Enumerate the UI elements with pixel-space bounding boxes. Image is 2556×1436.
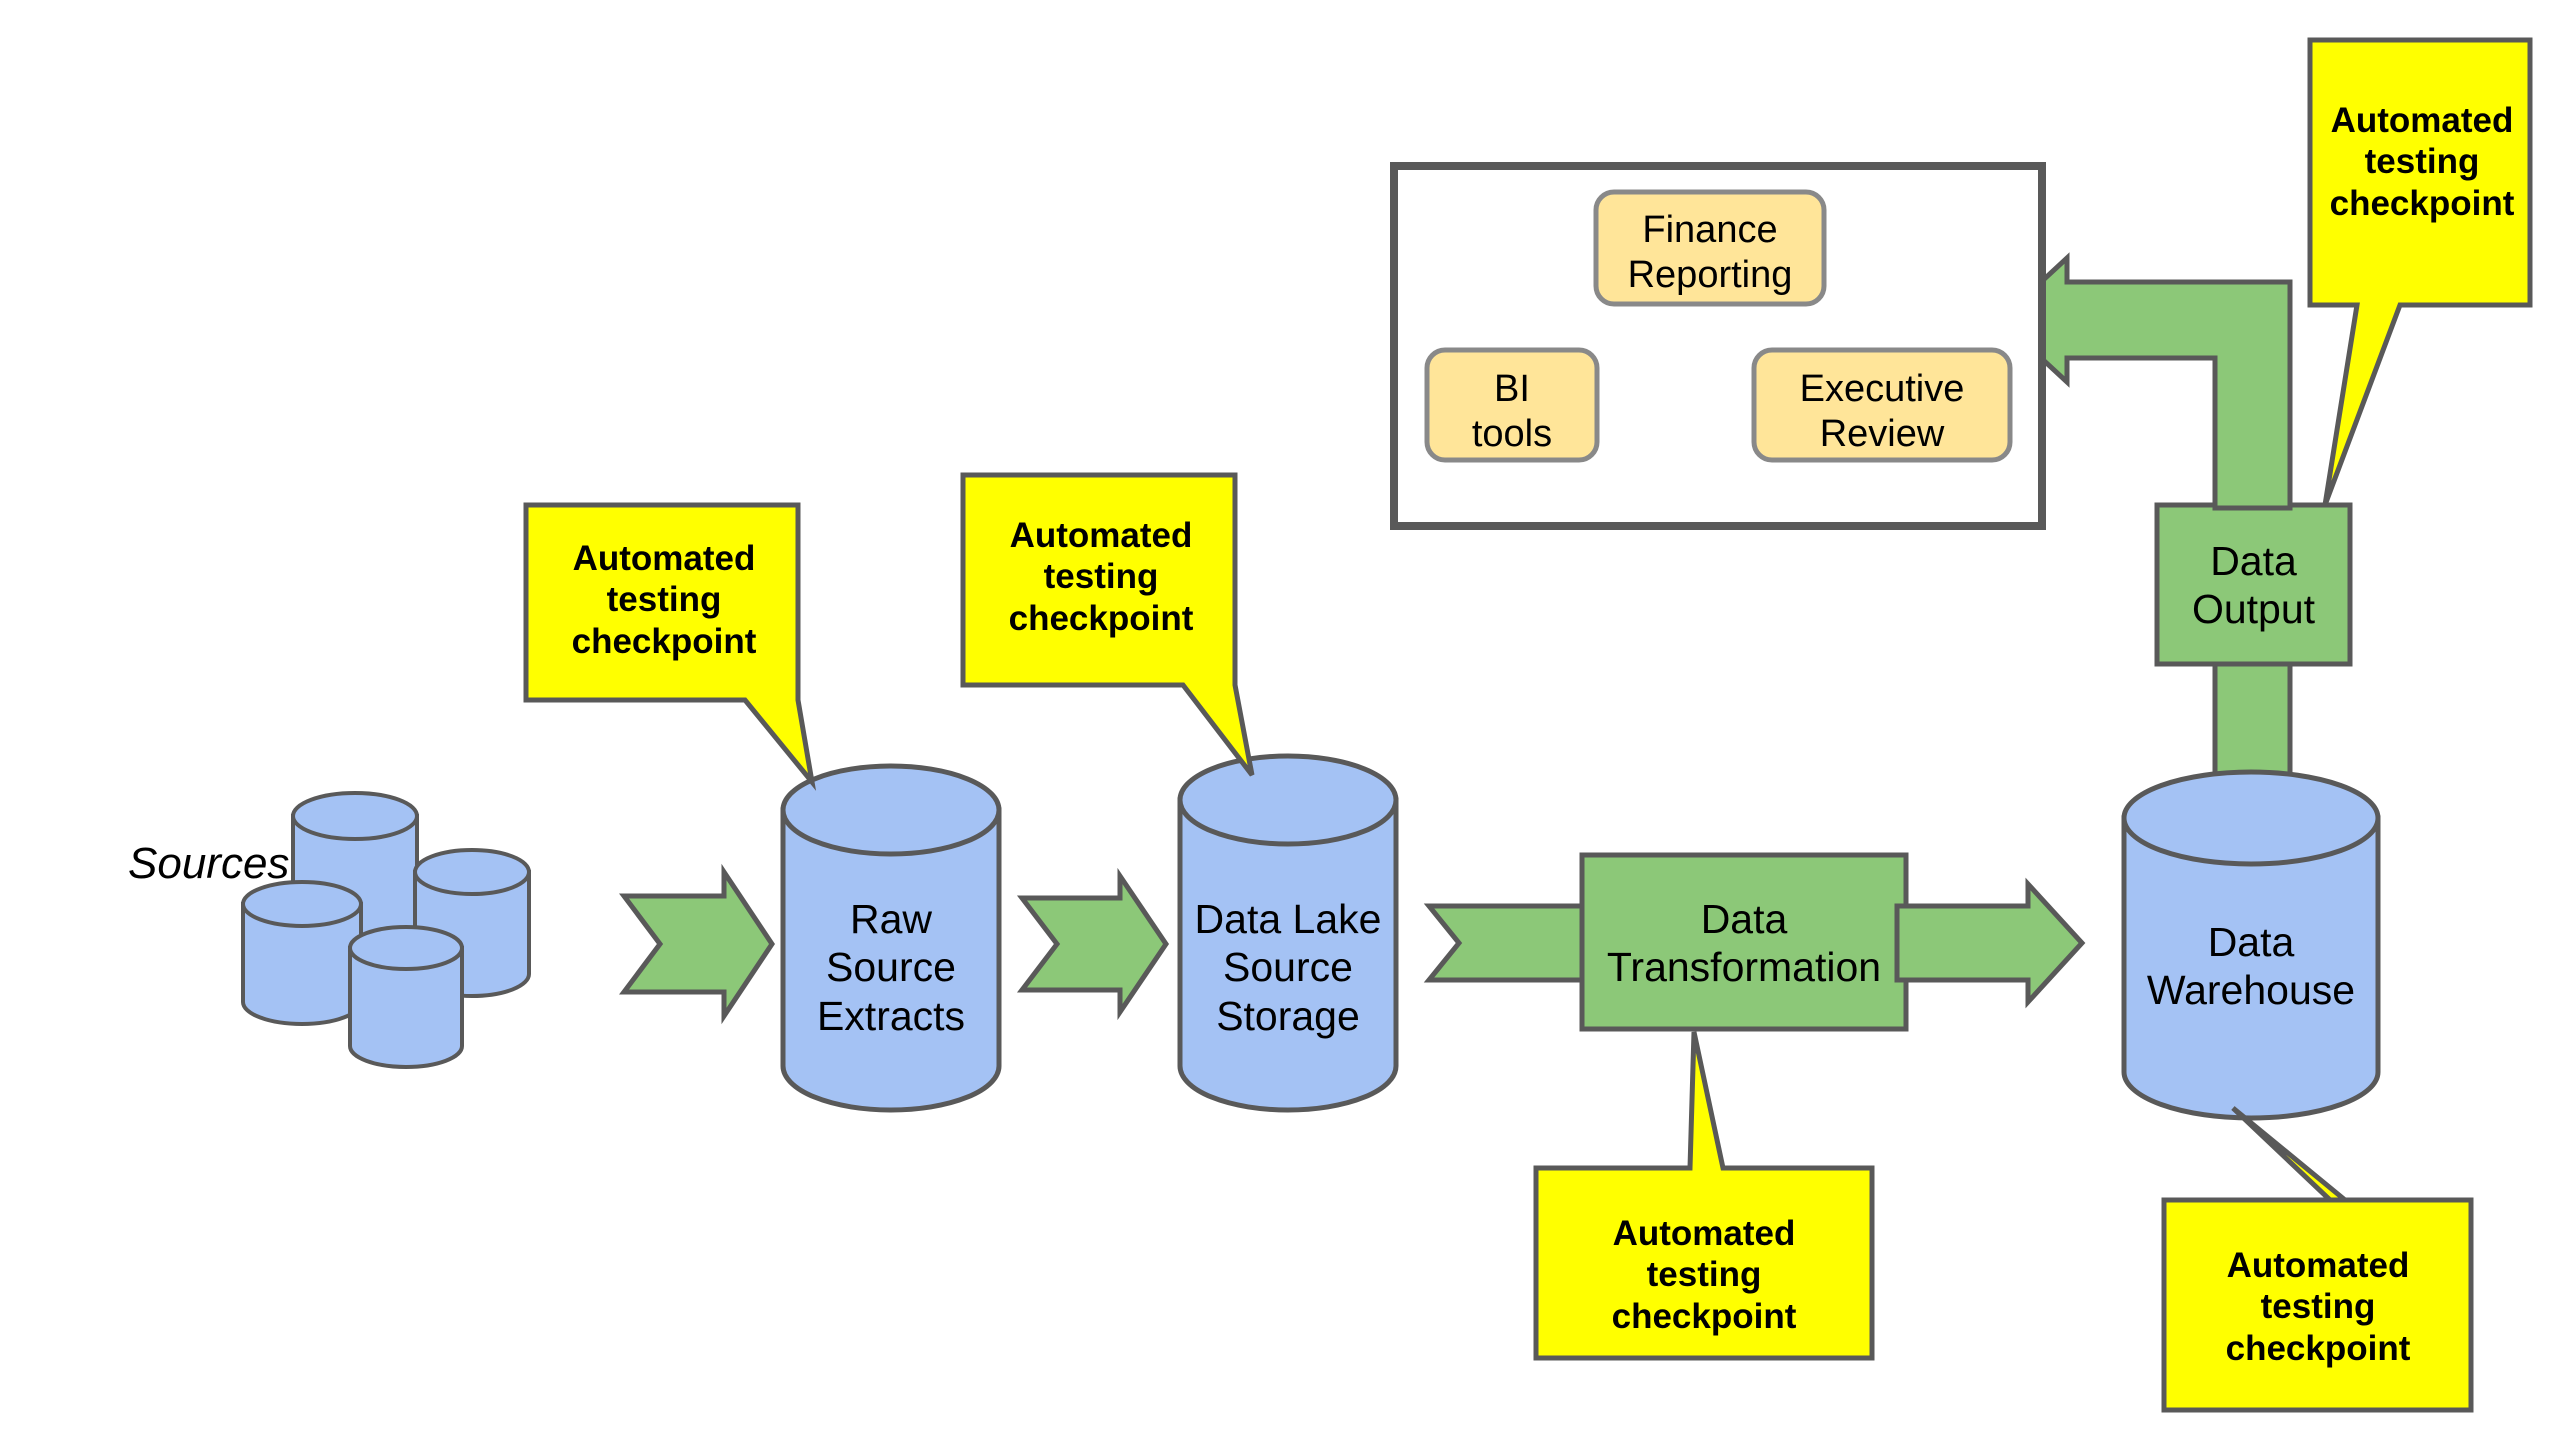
node-raw-source-extracts [780,763,1002,1113]
consumer-card-bi-tools[interactable] [1424,347,1600,463]
node-data-lake-source-storage [1177,753,1399,1113]
node-data-output [2154,502,2353,667]
sources-cylinder-group [241,791,531,1069]
node-data-warehouse [2121,769,2381,1121]
arrow-output-to-consumers [1996,252,2293,511]
arrow-transformation-to-warehouse [1894,877,2086,1009]
source-cylinder-3 [241,880,363,1026]
source-cylinder-4 [348,925,464,1069]
callout-checkpoint-data-lake-source-storage [960,472,1255,777]
callout-checkpoint-data-output [2307,37,2533,506]
arrow-sources-to-raw [619,863,776,1025]
consumer-card-finance-reporting[interactable] [1593,189,1827,307]
callout-checkpoint-data-warehouse [2161,1106,2474,1413]
consumer-card-executive-review[interactable] [1751,347,2013,463]
callout-checkpoint-data-transformation [1533,1031,1875,1361]
callout-checkpoint-raw-source-extracts [523,502,817,791]
arrow-lake-to-transformation [1423,903,1595,983]
node-data-transformation [1579,852,1909,1032]
arrow-raw-to-lake [1016,867,1170,1021]
